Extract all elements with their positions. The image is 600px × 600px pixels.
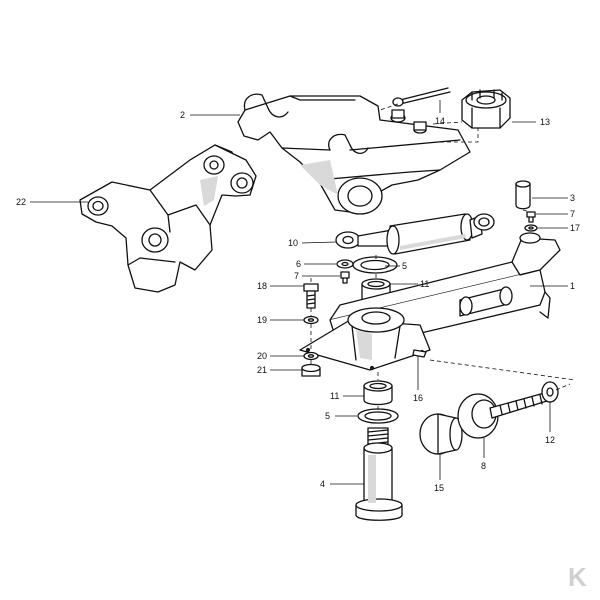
part-14-cotter-pin <box>392 87 451 107</box>
callout-4: 4 <box>320 479 325 489</box>
callout-3: 3 <box>570 193 575 203</box>
assembly-lines <box>310 103 576 410</box>
part-2-coupling-plate <box>237 93 471 215</box>
callout-15: 15 <box>434 483 444 493</box>
watermark-logo: K <box>568 562 587 592</box>
callout-1: 1 <box>570 281 575 291</box>
part-12-nut <box>541 381 559 403</box>
part-16-grease-nipple <box>412 349 427 358</box>
part-11-bushing-lower <box>363 380 393 406</box>
callout-18: 18 <box>257 281 267 291</box>
part-15-rubber-buffer <box>419 413 463 455</box>
callout-5a: 5 <box>402 261 407 271</box>
callout-19: 19 <box>257 315 267 325</box>
part-17-washer <box>524 224 538 232</box>
part-6-washer <box>336 259 354 269</box>
callout-16: 16 <box>413 393 423 403</box>
callout-22: 22 <box>16 197 26 207</box>
callout-14: 14 <box>435 116 445 126</box>
callout-20: 20 <box>257 351 267 361</box>
callout-17: 17 <box>570 223 580 233</box>
part-8-adjusting-screw <box>457 391 551 439</box>
callout-5b: 5 <box>325 411 330 421</box>
part-20-lock-washer <box>303 351 319 361</box>
part-3-pin-cap <box>515 180 531 210</box>
part-1-swing-arm <box>299 232 561 371</box>
part-18-bolt <box>303 283 319 309</box>
callout-11a: 11 <box>420 279 429 289</box>
callout-21: 21 <box>257 365 267 375</box>
callout-8: 8 <box>481 461 486 471</box>
part-7-small-bolt-left <box>340 271 350 284</box>
part-13-castle-nut <box>461 89 511 129</box>
callout-11b: 11 <box>330 391 339 401</box>
callout-labels: 1 2 3 4 5 5 6 7 7 8 10 11 11 12 13 14 15… <box>16 110 580 493</box>
callout-13: 13 <box>540 117 550 127</box>
leader-lines <box>30 100 568 485</box>
part-10-cylinder <box>335 213 495 255</box>
callout-10: 10 <box>288 238 298 248</box>
part-5-ring-upper <box>352 256 398 274</box>
part-21-nut <box>301 363 321 377</box>
part-5-ring-lower <box>357 408 399 424</box>
callout-7b: 7 <box>570 209 575 219</box>
part-7-small-bolt-right <box>526 211 536 223</box>
callout-7a: 7 <box>294 271 299 281</box>
part-22-hitch-bracket <box>79 144 257 293</box>
callout-2: 2 <box>180 110 185 120</box>
part-4-pivot-pin <box>355 427 403 521</box>
callout-6: 6 <box>296 259 301 269</box>
part-19-washer <box>303 315 319 325</box>
watermark-letter: K <box>568 562 587 592</box>
callout-12: 12 <box>545 435 555 445</box>
